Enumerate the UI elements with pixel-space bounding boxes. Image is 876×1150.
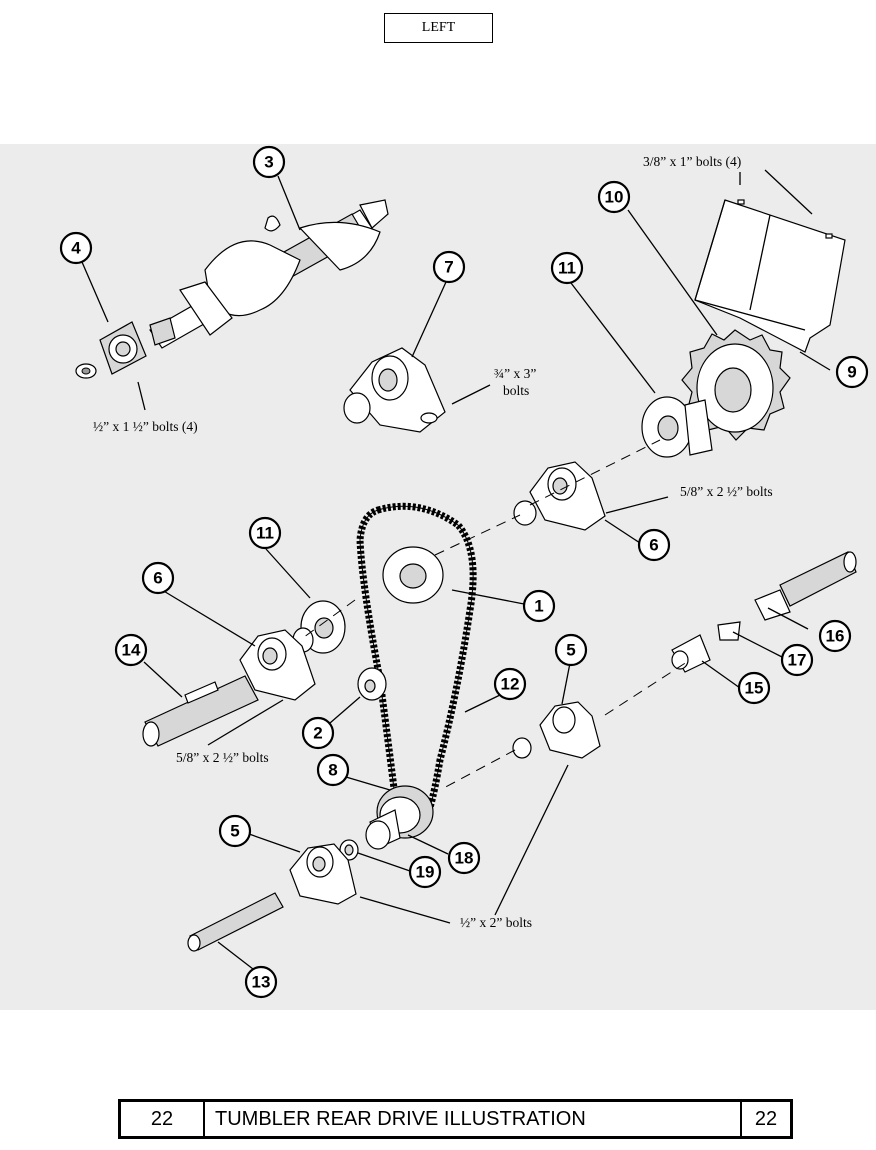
svg-text:19: 19 [416,863,435,882]
footer-page-number-left: 22 [121,1102,205,1136]
svg-text:3: 3 [264,153,273,172]
svg-text:18: 18 [455,849,474,868]
callout-19: 19 [408,855,442,889]
page-footer: 22 TUMBLER REAR DRIVE ILLUSTRATION 22 [118,1099,793,1139]
spacer-part [357,667,387,701]
callout-3: 3 [252,145,286,179]
footer-page-number-right: 22 [754,1107,778,1130]
callout-16: 16 [818,619,852,653]
svg-text:5: 5 [230,822,239,841]
drive-shaft-left-part [142,675,259,747]
auger-shaft-part [149,199,389,349]
callout-1: 1 [522,589,556,623]
note-bolts-3-4x3-line1: ¾” x 3” [494,366,536,381]
svg-text:16: 16 [826,627,845,646]
collar-part [339,839,359,861]
drive-sprocket-part [365,785,434,850]
exploded-parts-diagram: 3 4 7 10 11 9 6 1 11 6 14 12 2 5 16 17 1… [0,144,876,1010]
alignment-dashed-lines [299,439,691,791]
svg-text:17: 17 [788,651,807,670]
callout-15: 15 [737,671,771,705]
svg-text:12: 12 [501,675,520,694]
pillow-block-bearing-right-part [513,461,606,531]
svg-text:6: 6 [153,569,162,588]
svg-text:14: 14 [122,641,141,660]
flange-bearing-part [75,321,147,379]
callout-5-right: 5 [554,633,588,667]
svg-text:2: 2 [313,724,322,743]
header-label-box: LEFT [384,13,493,43]
svg-text:10: 10 [605,188,624,207]
callout-13: 13 [244,965,278,999]
note-bolts-5-8x2-1-2-right: 5/8” x 2 ½” bolts [680,484,773,499]
callout-18: 18 [447,841,481,875]
leader-lines [81,169,831,970]
header-label: LEFT [421,20,456,35]
chute-guard-part [694,199,846,353]
note-bolts-3-4x3-line2: bolts [503,383,529,398]
callout-11-upper: 11 [550,251,584,285]
large-sprocket-part [681,329,791,441]
svg-text:6: 6 [649,536,658,555]
callout-11-lower: 11 [248,516,282,550]
svg-text:15: 15 [745,679,764,698]
svg-text:11: 11 [256,524,274,543]
callout-2: 2 [301,716,335,750]
pillow-block-bearing-5-right-part [512,701,601,759]
svg-text:9: 9 [847,363,856,382]
callout-6-right: 6 [637,528,671,562]
svg-text:4: 4 [71,239,81,258]
svg-text:11: 11 [558,259,576,278]
svg-text:7: 7 [444,258,453,277]
svg-text:8: 8 [328,761,337,780]
pillow-block-bearing-left-part [239,629,316,701]
callout-14: 14 [114,633,148,667]
callout-9: 9 [835,355,869,389]
callout-6-left: 6 [141,561,175,595]
callout-17: 17 [780,643,814,677]
callout-12: 12 [493,667,527,701]
hub-upper-part [641,396,713,458]
svg-text:1: 1 [534,597,543,616]
callout-5-left: 5 [218,814,252,848]
footer-title: TUMBLER REAR DRIVE ILLUSTRATION [205,1102,742,1136]
note-bolts-1-2x2: ½” x 2” bolts [460,915,532,930]
callout-8: 8 [316,753,350,787]
drive-shaft-bottom-part [187,892,284,952]
note-bolts-5-8x2-1-2-left: 5/8” x 2 ½” bolts [176,750,269,765]
driven-sprocket-part [382,546,444,604]
callout-7: 7 [432,250,466,284]
svg-text:5: 5 [566,641,575,660]
note-bolts-1-2x1-1-2: ½” x 1 ½” bolts (4) [93,419,198,434]
callout-10: 10 [597,180,631,214]
callout-4: 4 [59,231,93,265]
pillow-block-bearing-5-left-part [289,843,357,905]
pillow-block-bearing-top-part [343,347,446,433]
pto-universal-joint-part [671,551,857,673]
note-bolts-3-8x1: 3/8” x 1” bolts (4) [643,154,741,169]
diagram-drawing: 3 4 7 10 11 9 6 1 11 6 14 12 2 5 16 17 1… [59,145,869,999]
svg-text:13: 13 [252,973,271,992]
